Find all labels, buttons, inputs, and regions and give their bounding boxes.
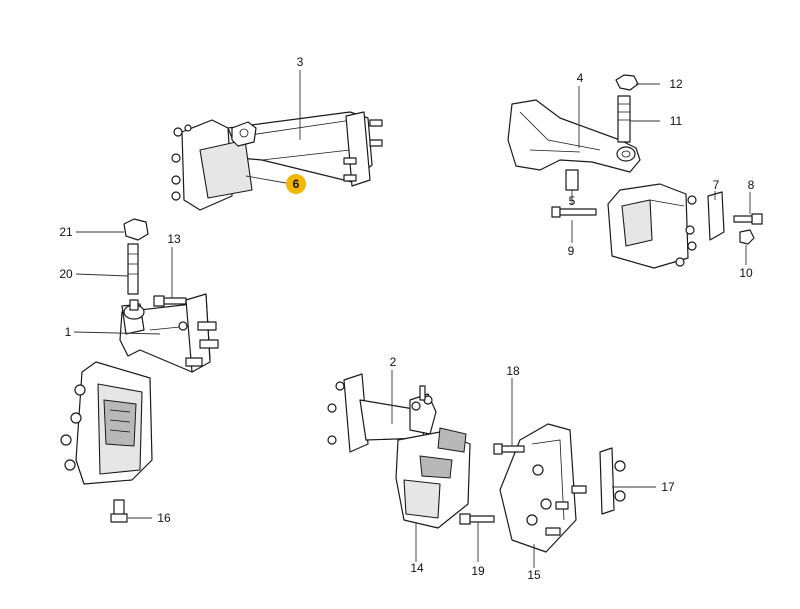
lower-left-mount-block <box>75 361 153 485</box>
part-2-bolts <box>327 381 345 445</box>
callout-5: 5 <box>569 194 576 208</box>
part-2-bracket <box>343 373 437 453</box>
part-9-bolt <box>551 206 597 218</box>
callout-9: 9 <box>568 244 575 258</box>
part-4-bolts <box>675 195 697 267</box>
callout-7: 7 <box>713 178 720 192</box>
part-3-upper-left-bracket <box>181 111 373 211</box>
part-1-left-bracket <box>119 293 211 373</box>
part-15-side-plate <box>499 423 577 553</box>
part-1-bolts <box>178 321 219 367</box>
part-18-bolt <box>493 443 525 455</box>
callout-12: 12 <box>669 77 683 91</box>
callout-8: 8 <box>748 178 755 192</box>
callout-14: 14 <box>410 561 424 575</box>
part-11-stud <box>617 95 631 143</box>
part-12-nut <box>615 74 639 91</box>
callout-19: 19 <box>471 564 485 578</box>
leader-6 <box>245 175 287 184</box>
callout-11: 11 <box>670 114 683 128</box>
lower-left-mount-bolts <box>60 384 86 471</box>
part-17-plate <box>599 447 626 515</box>
callout-3: 3 <box>297 55 304 69</box>
callout-6-highlight <box>286 174 306 194</box>
part-14-lower-block <box>395 427 471 529</box>
callout-17: 17 <box>661 480 675 494</box>
callout-1: 1 <box>65 325 72 339</box>
callout-18: 18 <box>506 364 520 378</box>
callout-10: 10 <box>739 266 753 280</box>
leader-20 <box>75 273 129 277</box>
part-10-nut <box>739 229 755 245</box>
part-13-bolt <box>153 295 187 307</box>
part-16-bolt <box>110 499 128 523</box>
part-5-sleeve <box>565 169 579 191</box>
callout-16: 16 <box>157 511 171 525</box>
callout-labels: 6 3 4 12 11 7 8 5 9 10 21 13 20 1 16 2 1… <box>59 55 754 582</box>
callout-15: 15 <box>527 568 541 582</box>
leader-1 <box>73 331 161 335</box>
part-20-stud <box>127 243 139 295</box>
part-15-bolts <box>545 485 587 536</box>
part-19-bolt <box>459 513 495 525</box>
callout-6: 6 <box>293 177 300 191</box>
callout-13: 13 <box>167 232 181 246</box>
callout-2: 2 <box>390 355 397 369</box>
leader-lines <box>73 70 751 568</box>
callout-21: 21 <box>59 225 73 239</box>
part-21-nut <box>123 218 149 241</box>
part-8-bolt <box>733 213 763 225</box>
callout-4: 4 <box>577 71 584 85</box>
part-4-upper-right-bracket <box>507 99 725 269</box>
part-3-bolts <box>171 119 383 201</box>
callout-20: 20 <box>59 267 73 281</box>
